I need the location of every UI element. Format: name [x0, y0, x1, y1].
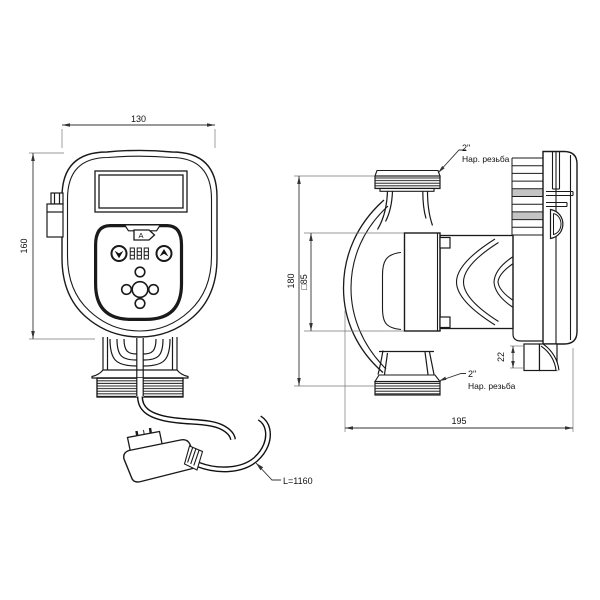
arrow-down-icon — [114, 250, 124, 259]
dim-180: 180 — [286, 175, 374, 387]
arrow-up-icon — [159, 249, 169, 257]
gland-height-label: 22 — [496, 352, 506, 362]
dim-22: 22 — [496, 345, 524, 369]
cable-clip — [549, 208, 564, 240]
cooling-fins — [511, 157, 543, 236]
side-length-label: 195 — [451, 416, 466, 426]
top-thread-size: 2" — [462, 143, 470, 153]
bottom-thread-type: Нар. резьба — [468, 381, 516, 391]
cable-conduit — [136, 338, 144, 397]
bottom-thread-port — [374, 374, 442, 396]
cluster-right-button — [147, 283, 160, 296]
cluster-top-button — [134, 266, 146, 278]
side-view: 180 □85 22 195 — [286, 143, 578, 432]
strain-relief — [183, 445, 204, 471]
display — [94, 170, 188, 213]
pump-body-front — [61, 149, 218, 338]
top-thread-port — [374, 169, 441, 192]
front-view: A — [19, 114, 313, 486]
mode-marker-label: A — [138, 231, 143, 240]
cluster-bottom-button — [134, 297, 146, 310]
square-flange — [403, 232, 451, 332]
flange-size-label: □85 — [299, 274, 309, 289]
pipes — [376, 191, 435, 375]
motor-cylinder — [439, 234, 514, 330]
button-cluster[interactable] — [120, 266, 160, 310]
box-bracket — [546, 190, 574, 208]
up-button[interactable] — [155, 245, 173, 262]
box-top-slot — [551, 151, 561, 190]
led-bars — [129, 247, 149, 260]
dim-195: 195 — [344, 310, 574, 432]
control-panel: A — [94, 224, 184, 321]
terminal-box — [46, 192, 64, 238]
cluster-left-button — [120, 283, 133, 296]
front-height-label: 160 — [19, 238, 29, 253]
cable-length-label: L=1160 — [283, 476, 313, 486]
cable-length-callout: L=1160 — [255, 462, 313, 486]
dim-160: 160 — [19, 152, 95, 340]
down-button[interactable] — [110, 245, 128, 262]
bottom-thread-callout: 2" Нар. резьба — [438, 369, 516, 391]
front-width-label: 130 — [131, 114, 146, 124]
volute-housing — [342, 199, 402, 373]
dim-flange-85: □85 — [299, 232, 404, 332]
cluster-center-button — [131, 280, 149, 299]
power-cable — [137, 396, 271, 473]
mode-flag — [133, 229, 156, 241]
power-plug — [123, 427, 204, 483]
side-terminal-box — [512, 150, 578, 345]
bottom-thread-size: 2" — [468, 369, 476, 379]
top-thread-type: Нар. резьба — [462, 154, 510, 164]
pump-neck — [102, 337, 178, 370]
dim-130: 130 — [61, 114, 216, 148]
cable-gland — [523, 343, 560, 372]
top-thread-callout: 2" Нар. резьба — [437, 143, 510, 174]
side-height-label: 180 — [286, 273, 296, 288]
